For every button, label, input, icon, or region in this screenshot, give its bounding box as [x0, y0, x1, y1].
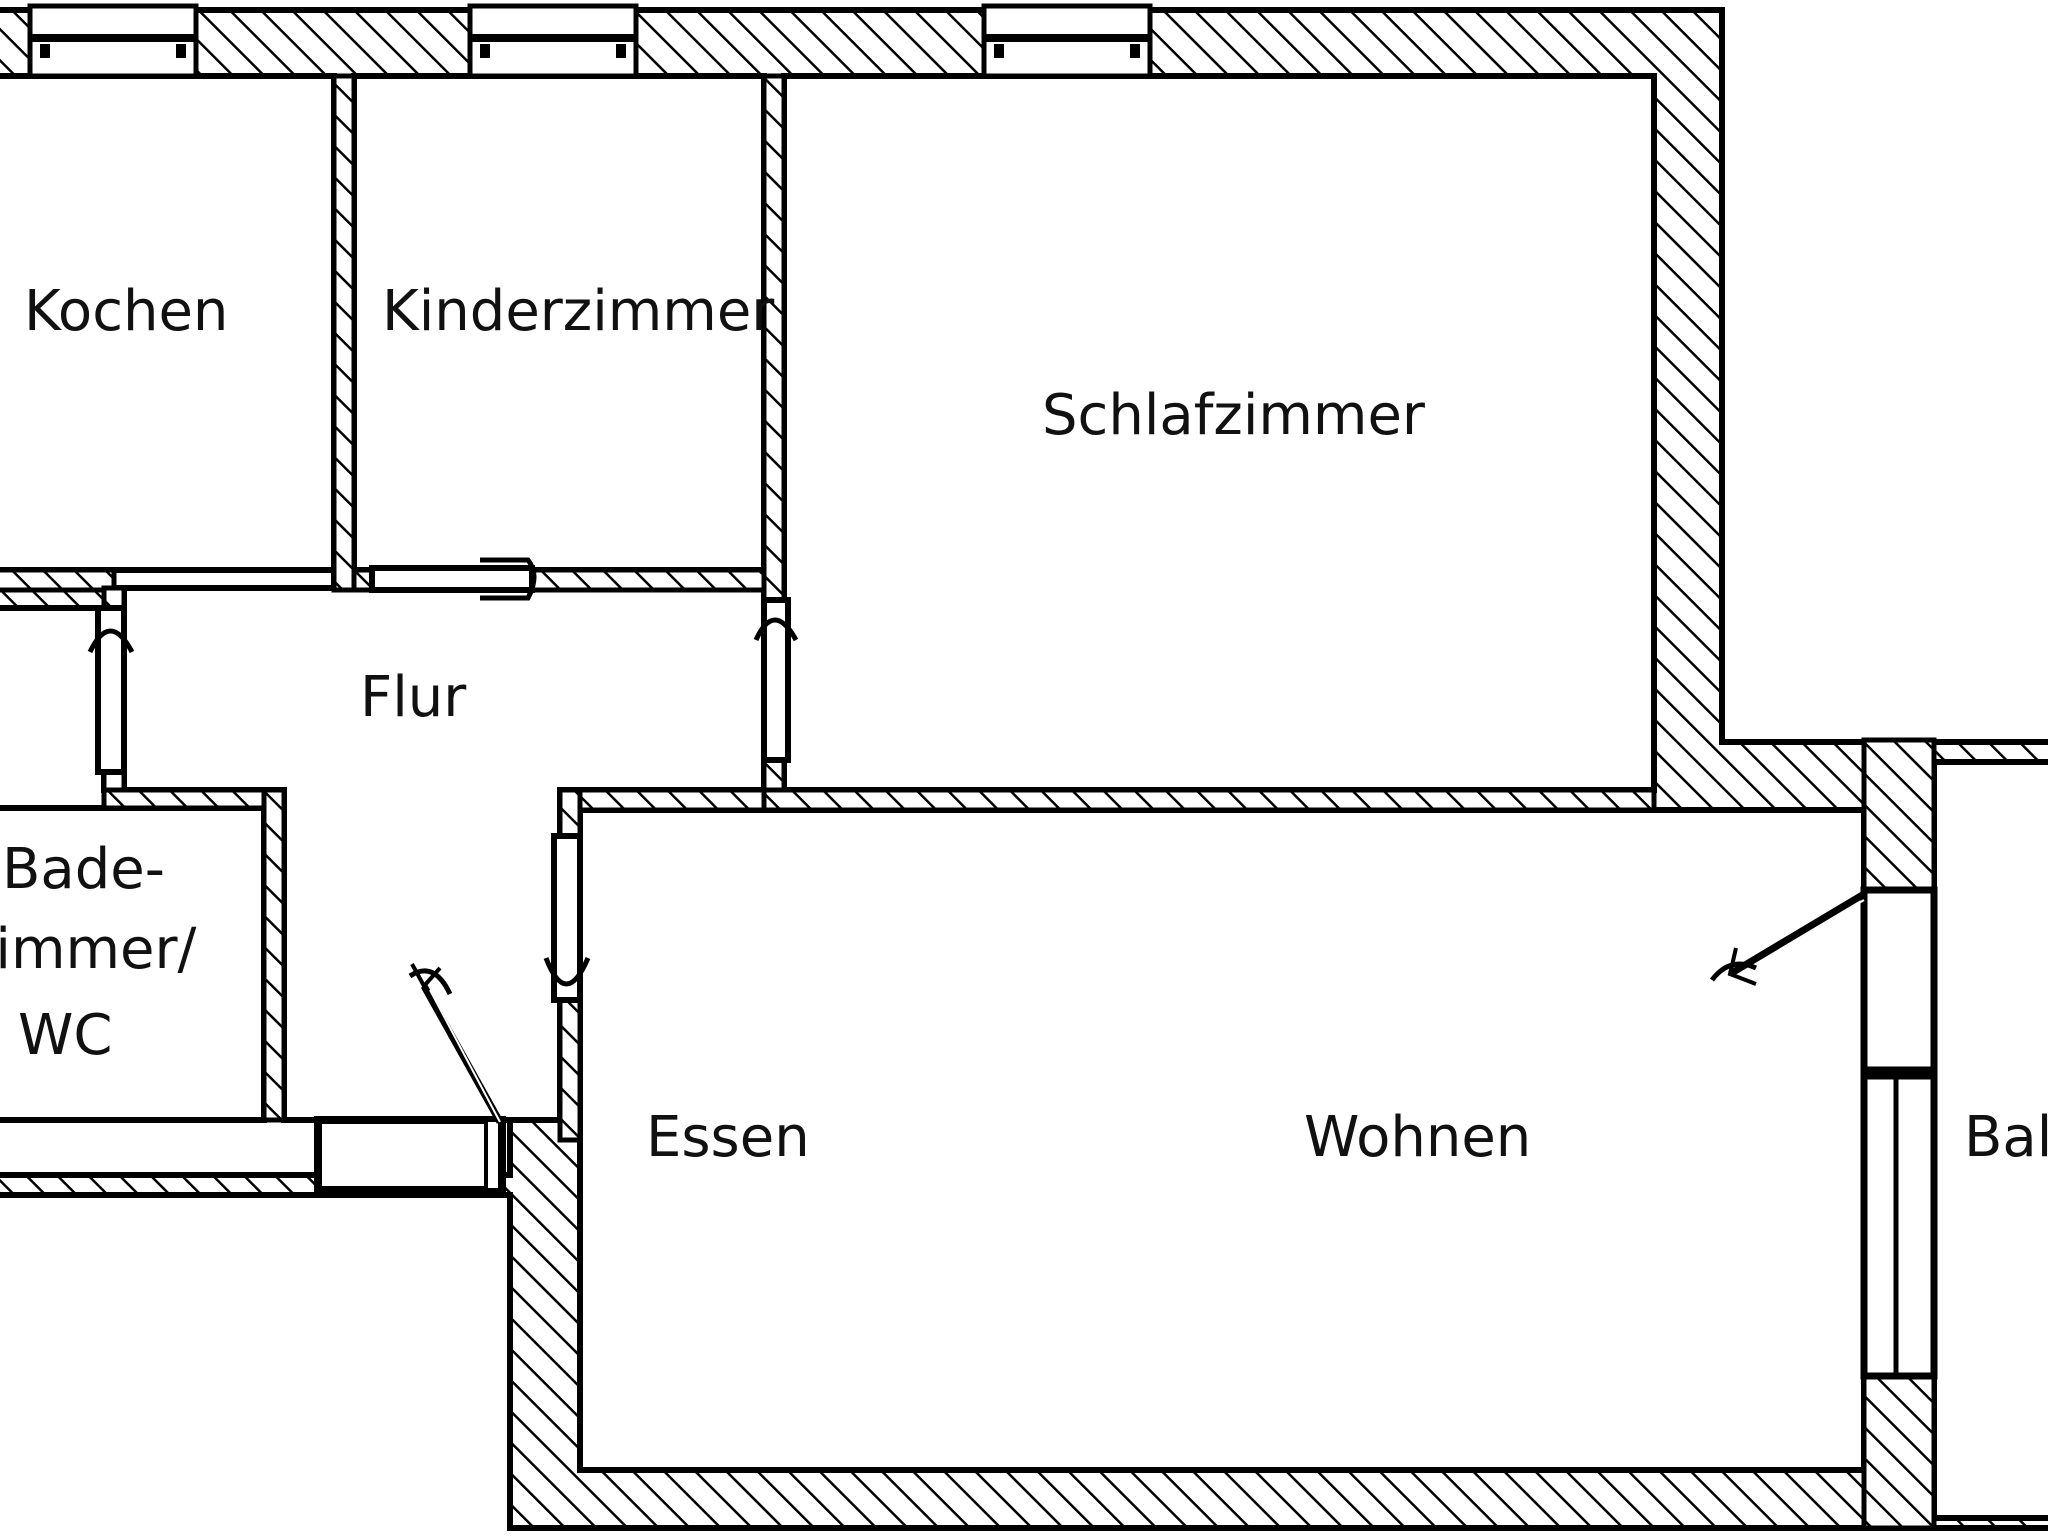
label-bade-line2: zimmer/ [0, 917, 197, 982]
label-schlafzimmer: Schlafzimmer [1042, 383, 1426, 448]
room-wohnen [577, 807, 1867, 1473]
label-wohnen: Wohnen [1304, 1105, 1531, 1170]
windows-top [27, 3, 1153, 79]
room-floors [0, 73, 2048, 1521]
door-bad [87, 605, 135, 775]
label-kinderzimmer: Kinderzimmer [382, 279, 775, 344]
label-kochen: Kochen [24, 279, 228, 344]
room-labels: Kochen Kinderzimmer Schlafzimmer Flur Ba… [0, 279, 2048, 1170]
room-balkon [1931, 759, 2048, 1521]
door-entrance [314, 963, 506, 1194]
label-bade-line1: Bade- [2, 837, 165, 902]
window-kinderzimmer [467, 3, 639, 79]
room-schlafzimmer [781, 73, 1657, 793]
room-bad [0, 805, 267, 1123]
door-balkon [1710, 886, 1938, 1380]
label-balkon: Balkon [1964, 1105, 2048, 1170]
door-wohnen [543, 833, 591, 1003]
label-flur: Flur [360, 665, 467, 730]
label-essen: Essen [646, 1105, 810, 1170]
window-kochen [27, 3, 199, 79]
door-schlafzimmer [753, 597, 799, 763]
label-bade-line3: WC [18, 1003, 112, 1068]
door-kinderzimmer [369, 557, 537, 601]
room-kochen [0, 73, 337, 573]
doors [87, 557, 1938, 1380]
window-schlafzimmer [981, 3, 1153, 79]
